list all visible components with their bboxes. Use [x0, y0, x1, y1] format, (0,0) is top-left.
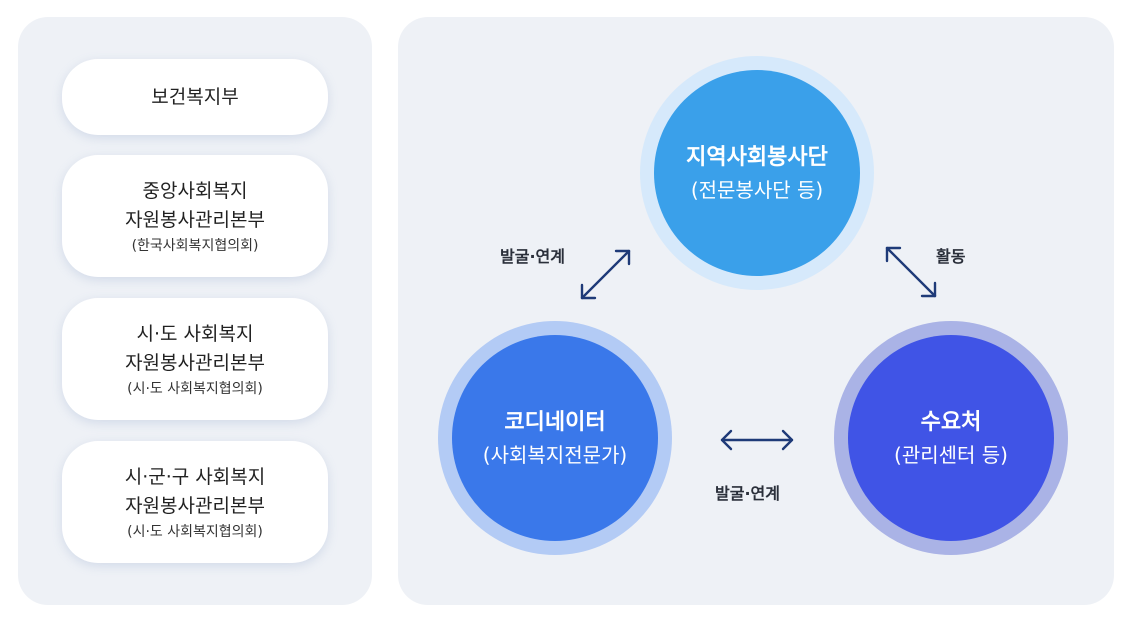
org-card-title-line-2: 자원봉사관리본부	[125, 494, 265, 517]
node-volunteer-circle: 지역사회봉사단 (전문봉사단 등)	[654, 70, 860, 276]
org-card-title-line-1: 시·도 사회복지	[136, 322, 254, 345]
org-card-title-line-1: 시·군·구 사회복지	[124, 465, 266, 488]
org-card-subtitle: (시·도 사회복지협의회)	[127, 380, 263, 397]
arrow-coordinator-volunteer	[580, 249, 631, 300]
edge-label-activity: 활동	[936, 247, 966, 266]
org-card-central-headquarters: 중앙사회복지 자원봉사관리본부 (한국사회복지협의회)	[62, 155, 328, 277]
org-card-title-line-2: 자원봉사관리본부	[125, 208, 265, 231]
org-card-title-line-2: 자원봉사관리본부	[125, 351, 265, 374]
org-card-subtitle: (한국사회복지협의회)	[131, 237, 259, 254]
node-client-desc: (관리센터 등)	[894, 443, 1008, 467]
node-volunteer-desc: (전문봉사단 등)	[690, 178, 824, 202]
edge-label-discover-link-bottom: 발굴·연계	[715, 484, 780, 503]
node-client: 수요처 (관리센터 등)	[834, 321, 1068, 555]
node-coordinator: 코디네이터 (사회복지전문가)	[438, 321, 672, 555]
org-card-title: 보건복지부	[151, 85, 239, 108]
arrow-coordinator-client	[720, 429, 794, 451]
org-card-title-line-1: 중앙사회복지	[142, 179, 248, 202]
org-card-subtitle: (시·도 사회복지협의회)	[127, 523, 263, 540]
node-client-circle: 수요처 (관리센터 등)	[848, 335, 1054, 541]
node-coordinator-circle: 코디네이터 (사회복지전문가)	[452, 335, 658, 541]
edge-label-discover-link-left: 발굴·연계	[500, 247, 565, 266]
org-card-provincial-headquarters: 시·도 사회복지 자원봉사관리본부 (시·도 사회복지협의회)	[62, 298, 328, 420]
node-coordinator-name: 코디네이터	[504, 410, 606, 435]
arrow-volunteer-client	[885, 246, 937, 298]
node-volunteer-group: 지역사회봉사단 (전문봉사단 등)	[640, 56, 874, 290]
node-client-name: 수요처	[920, 410, 982, 435]
org-card-ministry: 보건복지부	[62, 59, 328, 135]
org-card-district-headquarters: 시·군·구 사회복지 자원봉사관리본부 (시·도 사회복지협의회)	[62, 441, 328, 563]
node-volunteer-name: 지역사회봉사단	[686, 145, 828, 170]
node-coordinator-desc: (사회복지전문가)	[482, 443, 628, 467]
